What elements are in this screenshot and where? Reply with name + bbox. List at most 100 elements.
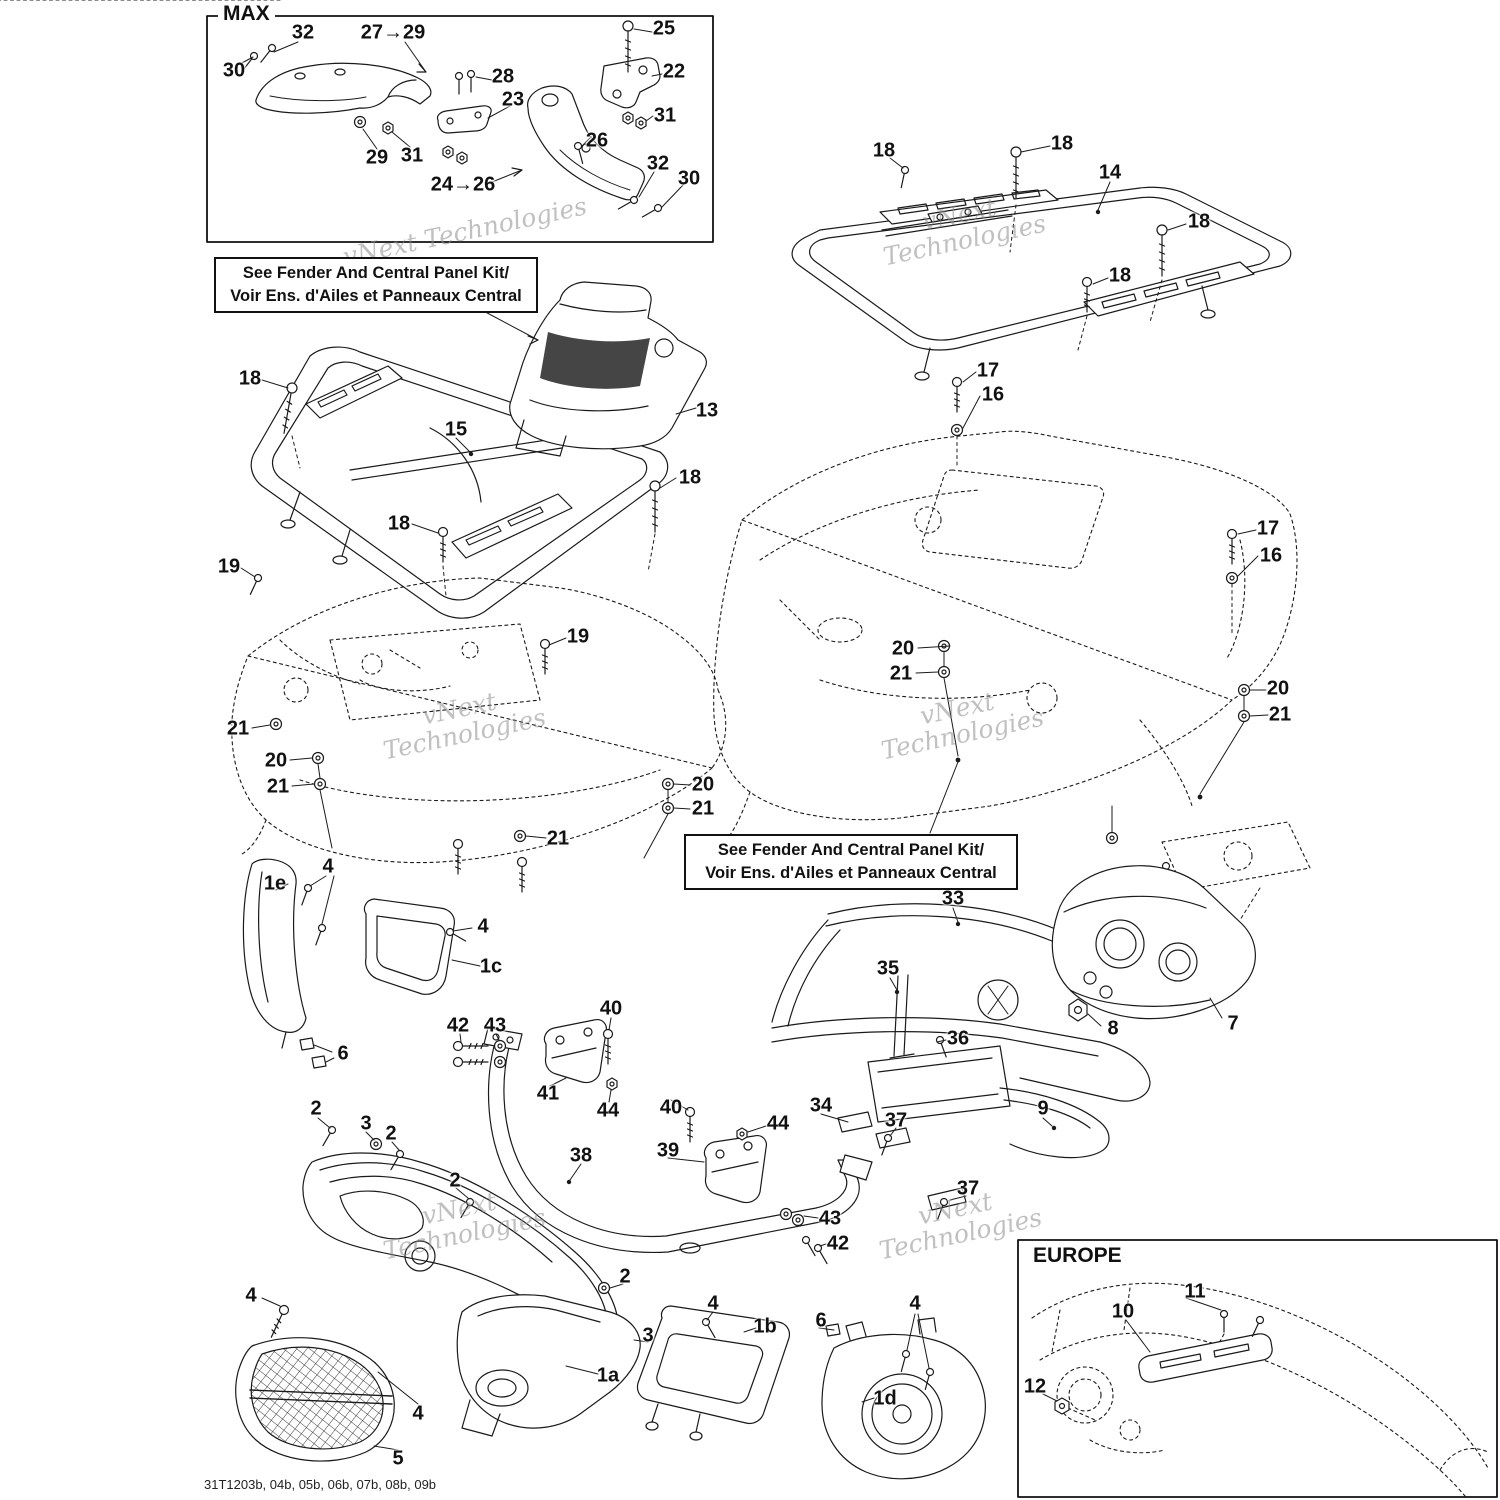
part-number-callout: 36 <box>946 1027 970 1050</box>
part-number-callout: 27→29 <box>360 21 426 44</box>
part-number-callout: 40 <box>659 1096 683 1119</box>
part-number-callout: 21 <box>546 827 570 850</box>
part-number-callout: 1a <box>596 1364 620 1387</box>
part-number-callout: 20 <box>891 637 915 660</box>
part-number-callout: 38 <box>569 1144 593 1167</box>
part-number-callout: 32 <box>291 21 315 44</box>
part-number-callout: 18 <box>1108 264 1132 287</box>
part-number-callout: 29 <box>365 146 389 169</box>
part-number-callout: 21 <box>691 797 715 820</box>
europe-section-box <box>1017 1239 1498 1498</box>
rear-body-fasteners <box>937 376 1251 845</box>
part-number-callout: 2 <box>385 1122 397 1145</box>
part-number-callout: 21 <box>226 717 250 740</box>
part-number-callout: 18 <box>678 466 702 489</box>
part-number-callout: 31 <box>653 104 677 127</box>
leader-lines <box>239 28 1269 1451</box>
front-fascia-drawing <box>235 858 986 1480</box>
part-number-callout: 22 <box>662 60 686 83</box>
part-number-callout: 15 <box>444 418 468 441</box>
part-number-callout: 18 <box>1187 210 1211 233</box>
part-number-callout: 2 <box>449 1169 461 1192</box>
part-number-callout: 39 <box>656 1139 680 1162</box>
part-number-callout: 7 <box>1227 1012 1239 1035</box>
part-number-callout: 14 <box>1098 161 1122 184</box>
part-number-callout: 4 <box>477 915 489 938</box>
part-number-callout: 1e <box>263 872 287 895</box>
part-number-callout: 4 <box>909 1292 921 1315</box>
part-number-callout: 9 <box>1037 1097 1049 1120</box>
max-section-label: MAX <box>218 2 275 26</box>
part-number-callout: 19 <box>217 555 241 578</box>
note-line-2: Voir Ens. d'Ailes et Panneaux Central <box>230 287 522 306</box>
part-number-callout: 1c <box>479 955 503 978</box>
part-number-callout: 20 <box>264 749 288 772</box>
part-number-callout: 6 <box>815 1309 827 1332</box>
part-number-callout: 37 <box>956 1177 980 1200</box>
part-number-callout: 18 <box>387 512 411 535</box>
part-number-callout: 11 <box>1184 1280 1206 1303</box>
part-number-callout: 20 <box>1266 677 1290 700</box>
part-number-callout: 42 <box>446 1014 470 1037</box>
part-number-callout: 43 <box>818 1207 842 1230</box>
part-number-callout: 24→26 <box>430 173 496 196</box>
part-number-callout: 44 <box>596 1099 620 1122</box>
part-number-callout: 4 <box>322 855 334 878</box>
front-frame-drawing <box>771 903 1151 1221</box>
max-bumper-assembly <box>239 20 664 221</box>
europe-assembly-drawing <box>1031 1282 1489 1497</box>
front-panel-13-drawing <box>509 281 707 457</box>
part-number-callout: 4 <box>245 1284 257 1307</box>
part-number-callout: 40 <box>599 997 623 1020</box>
rear-rack-drawing <box>791 146 1292 381</box>
part-number-callout: 2 <box>619 1265 631 1288</box>
part-number-callout: 16 <box>1259 544 1283 567</box>
note-line-2: Voir Ens. d'Ailes et Panneaux Central <box>705 864 997 883</box>
part-number-callout: 12 <box>1023 1375 1047 1398</box>
note-line-1: See Fender And Central Panel Kit/ <box>717 841 985 859</box>
part-number-callout: 21 <box>266 775 290 798</box>
part-number-callout: 13 <box>695 399 719 422</box>
part-number-callout: 3 <box>360 1112 372 1135</box>
part-number-callout: 17 <box>976 359 1000 382</box>
instrument-pod-drawing <box>1051 821 1311 1022</box>
part-number-callout: 19 <box>566 625 590 648</box>
part-number-callout: 28 <box>491 65 515 88</box>
part-number-callout: 43 <box>483 1014 507 1037</box>
rear-body-assembly-drawing <box>0 0 1298 851</box>
part-number-callout: 37 <box>884 1109 908 1132</box>
part-number-callout: 34 <box>809 1094 833 1117</box>
part-number-callout: 26 <box>585 129 609 152</box>
part-number-callout: 18 <box>1050 132 1074 155</box>
note-line-1: See Fender And Central Panel Kit/ <box>242 264 510 282</box>
front-bumper-tube-drawing <box>452 1019 873 1266</box>
part-number-callout: 16 <box>981 383 1005 406</box>
front-body-fasteners <box>246 572 675 893</box>
part-number-callout: 6 <box>337 1042 349 1065</box>
part-number-callout: 30 <box>222 59 246 82</box>
part-number-callout: 35 <box>876 957 900 980</box>
part-number-callout: 18 <box>872 139 896 162</box>
part-number-callout: 32 <box>646 152 670 175</box>
front-rack-drawing <box>250 346 669 619</box>
part-number-callout: 5 <box>392 1447 404 1470</box>
part-number-callout: 44 <box>766 1112 790 1135</box>
part-number-callout: 17 <box>1256 517 1280 540</box>
part-number-callout: 31 <box>400 144 424 167</box>
part-number-callout: 8 <box>1107 1017 1119 1040</box>
max-section-box <box>206 15 714 243</box>
part-number-callout: 25 <box>652 17 676 40</box>
part-number-callout: 42 <box>826 1232 850 1255</box>
part-number-callout: 3 <box>642 1324 654 1347</box>
part-number-callout: 4 <box>707 1292 719 1315</box>
part-number-callout: 4 <box>412 1402 424 1425</box>
part-number-callout: 30 <box>677 167 701 190</box>
fiche-code: 31T1203b, 04b, 05b, 06b, 07b, 08b, 09b <box>204 1477 437 1492</box>
part-number-callout: 33 <box>941 887 965 910</box>
europe-section-label: EUROPE <box>1028 1244 1127 1268</box>
part-number-callout: 41 <box>536 1082 560 1105</box>
part-number-callout: 23 <box>501 88 525 111</box>
part-number-callout: 2 <box>310 1097 322 1120</box>
